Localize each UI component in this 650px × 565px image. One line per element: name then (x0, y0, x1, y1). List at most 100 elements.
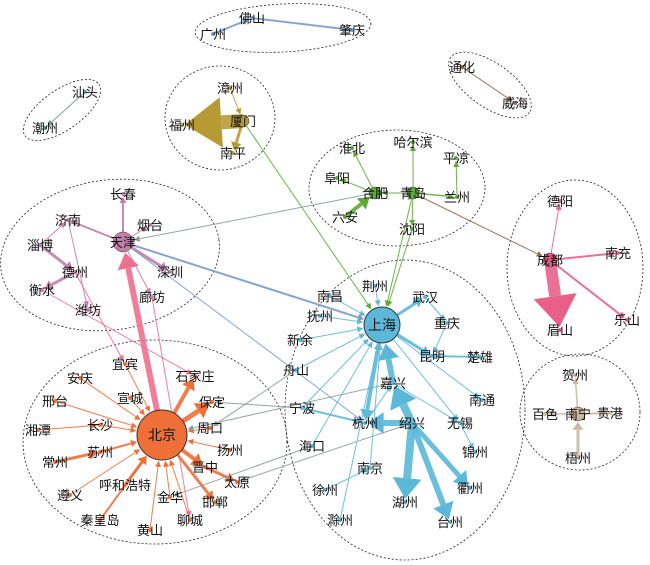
node-贵港[interactable] (608, 411, 612, 415)
node-label: 聊城 (177, 514, 203, 529)
node-淄博[interactable] (38, 243, 42, 247)
node-黄山[interactable] (148, 528, 152, 532)
node-通化[interactable] (460, 65, 464, 69)
node-台州[interactable] (448, 520, 452, 524)
node-label: 舟山 (283, 364, 309, 379)
edge-晋中-太原 (204, 465, 235, 483)
node-天津[interactable] (112, 231, 134, 253)
node-抚州[interactable] (318, 314, 322, 318)
node-北京[interactable] (136, 409, 188, 461)
node-乐山[interactable] (625, 318, 629, 322)
node-阜阳[interactable] (335, 176, 339, 180)
node-武汉[interactable] (423, 295, 427, 299)
node-海口[interactable] (310, 444, 314, 448)
arrow-head-icon (140, 456, 147, 463)
node-汕头[interactable] (83, 90, 87, 94)
node-威海[interactable] (513, 101, 517, 105)
node-宣城[interactable] (128, 396, 132, 400)
node-青岛[interactable] (406, 186, 420, 200)
arrow-head-icon (339, 178, 347, 185)
node-淮北[interactable] (350, 146, 354, 150)
node-上海[interactable] (363, 306, 401, 344)
node-贺州[interactable] (573, 373, 577, 377)
node-舟山[interactable] (294, 368, 298, 372)
node-合肥[interactable] (368, 186, 382, 200)
node-湘潭[interactable] (36, 428, 40, 432)
node-肇庆[interactable] (350, 28, 354, 32)
node-潮州[interactable] (43, 126, 47, 130)
node-长春[interactable] (121, 192, 125, 196)
node-金华[interactable] (168, 495, 172, 499)
cluster-shanghai-boundary (284, 259, 526, 561)
node-南充[interactable] (616, 251, 620, 255)
arrow-head-icon (59, 221, 66, 229)
node-label: 兰州 (444, 191, 470, 206)
node-绍兴[interactable] (410, 421, 414, 425)
node-平凉[interactable] (454, 156, 458, 160)
node-徐州[interactable] (323, 488, 327, 492)
node-宜宾[interactable] (123, 362, 127, 366)
arrow-head-icon (366, 341, 373, 349)
node-重庆[interactable] (445, 321, 449, 325)
arrow-head-icon (468, 442, 474, 450)
node-苏州[interactable] (98, 450, 102, 454)
node-德阳[interactable] (558, 199, 562, 203)
node-呼和浩特[interactable] (123, 483, 127, 487)
node-佛山[interactable] (250, 16, 254, 20)
node-邯郸[interactable] (213, 500, 217, 504)
node-梧州[interactable] (576, 456, 580, 460)
node-太原[interactable] (235, 480, 239, 484)
node-廊坊[interactable] (150, 295, 154, 299)
node-烟台[interactable] (148, 223, 152, 227)
node-南京[interactable] (368, 466, 372, 470)
node-昆明[interactable] (430, 354, 434, 358)
arrow-head-icon (356, 318, 364, 325)
node-扬州[interactable] (228, 448, 232, 452)
node-长沙[interactable] (98, 423, 102, 427)
node-南宁[interactable] (570, 406, 586, 422)
node-厦门[interactable] (236, 114, 250, 128)
node-新余[interactable] (298, 338, 302, 342)
node-秦皇岛[interactable] (98, 518, 102, 522)
node-遵义[interactable] (68, 493, 72, 497)
node-邢台[interactable] (53, 399, 57, 403)
node-广州[interactable] (211, 32, 215, 36)
node-哈尔滨[interactable] (411, 140, 415, 144)
node-衢州[interactable] (468, 486, 472, 490)
node-潍坊[interactable] (86, 308, 90, 312)
node-深圳[interactable] (168, 270, 172, 274)
node-济南[interactable] (66, 218, 70, 222)
node-漳州[interactable] (228, 86, 232, 90)
node-德州[interactable] (73, 270, 77, 274)
node-锦州[interactable] (473, 450, 477, 454)
node-晋中[interactable] (203, 465, 207, 469)
node-安庆[interactable] (78, 376, 82, 380)
node-无锡[interactable] (458, 421, 462, 425)
node-南平[interactable] (231, 151, 235, 155)
node-杭州[interactable] (363, 421, 367, 425)
node-楚雄[interactable] (478, 355, 482, 359)
node-南通[interactable] (480, 398, 484, 402)
node-衡水[interactable] (40, 288, 44, 292)
node-荆州[interactable] (373, 284, 377, 288)
node-眉山[interactable] (558, 328, 562, 332)
node-周口[interactable] (208, 426, 212, 430)
node-嘉兴[interactable] (391, 381, 395, 385)
arrow-head-icon (133, 235, 141, 242)
node-保定[interactable] (210, 400, 214, 404)
node-南昌[interactable] (328, 294, 332, 298)
node-滁州[interactable] (338, 518, 342, 522)
node-百色[interactable] (543, 412, 547, 416)
node-六安[interactable] (343, 215, 347, 219)
node-常州[interactable] (53, 460, 57, 464)
node-兰州[interactable] (455, 195, 459, 199)
node-福州[interactable] (180, 123, 184, 127)
node-宁波[interactable] (300, 406, 304, 410)
node-label: 黄山 (137, 524, 163, 539)
node-成都[interactable] (542, 252, 558, 268)
node-聊城[interactable] (188, 518, 192, 522)
node-石家庄[interactable] (193, 374, 197, 378)
arrow-head-icon (608, 250, 616, 258)
node-湖州[interactable] (403, 500, 407, 504)
node-沈阳[interactable] (410, 227, 414, 231)
